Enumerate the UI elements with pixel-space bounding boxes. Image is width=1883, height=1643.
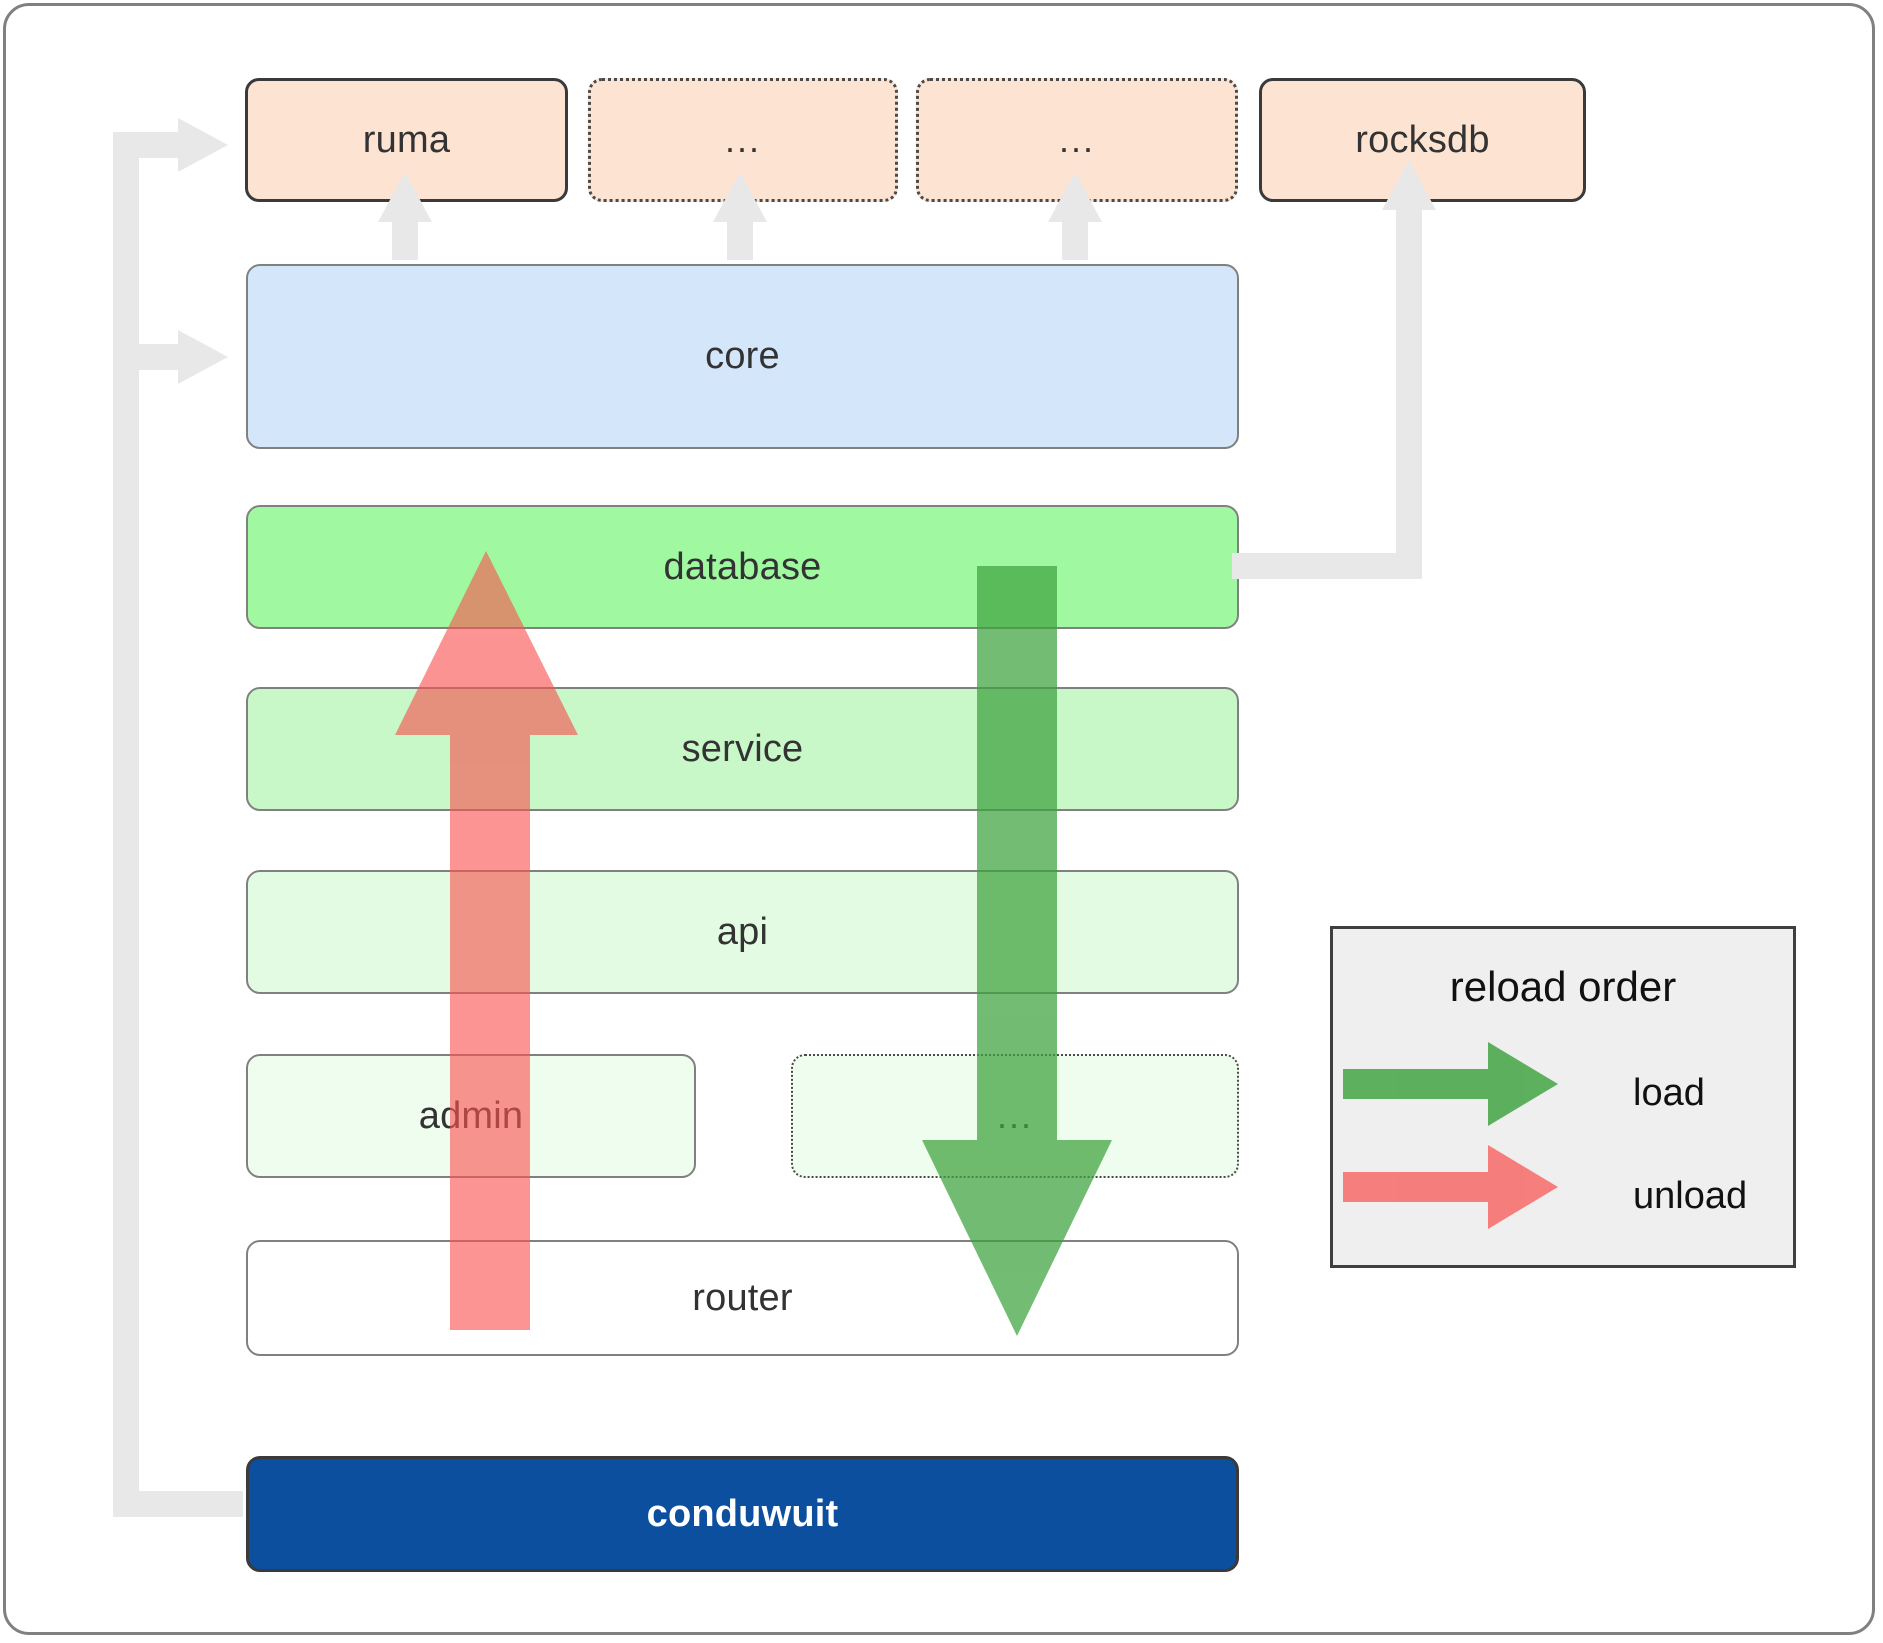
node-api[interactable]: api xyxy=(246,870,1239,994)
node-dep-ellipsis-2-label: ... xyxy=(1058,118,1095,160)
node-dep-ellipsis-1-label: ... xyxy=(724,118,761,160)
legend-title: reload order xyxy=(1449,963,1677,1010)
legend: reload order load unload xyxy=(1330,926,1796,1268)
legend-label-unload: unload xyxy=(1633,1175,1748,1217)
node-core[interactable]: core xyxy=(246,264,1239,449)
node-rocksdb-label: rocksdb xyxy=(1355,118,1490,161)
node-rocksdb[interactable]: rocksdb xyxy=(1259,78,1586,202)
node-layer-ellipsis[interactable]: ... xyxy=(791,1054,1239,1178)
node-router[interactable]: router xyxy=(246,1240,1239,1356)
node-dep-ellipsis-1[interactable]: ... xyxy=(588,78,898,202)
legend-load-arrow xyxy=(1343,1042,1558,1126)
node-service-label: service xyxy=(681,727,804,770)
node-database-label: database xyxy=(663,545,822,588)
node-admin[interactable]: admin xyxy=(246,1054,696,1178)
legend-arrow-graphics xyxy=(1343,1042,1558,1229)
legend-label-load: load xyxy=(1633,1072,1705,1114)
node-service[interactable]: service xyxy=(246,687,1239,811)
node-router-label: router xyxy=(692,1276,793,1319)
node-core-label: core xyxy=(705,335,780,377)
node-database[interactable]: database xyxy=(246,505,1239,629)
diagram-frame xyxy=(3,3,1875,1635)
node-conduwuit[interactable]: conduwuit xyxy=(246,1456,1239,1572)
node-ruma-label: ruma xyxy=(362,118,451,161)
node-dep-ellipsis-2[interactable]: ... xyxy=(916,78,1238,202)
node-conduwuit-label: conduwuit xyxy=(646,1492,839,1535)
node-api-label: api xyxy=(716,910,769,953)
node-layer-ellipsis-label: ... xyxy=(996,1094,1033,1136)
legend-unload-arrow xyxy=(1343,1145,1558,1229)
node-ruma[interactable]: ruma xyxy=(245,78,568,202)
node-admin-label: admin xyxy=(418,1094,524,1137)
